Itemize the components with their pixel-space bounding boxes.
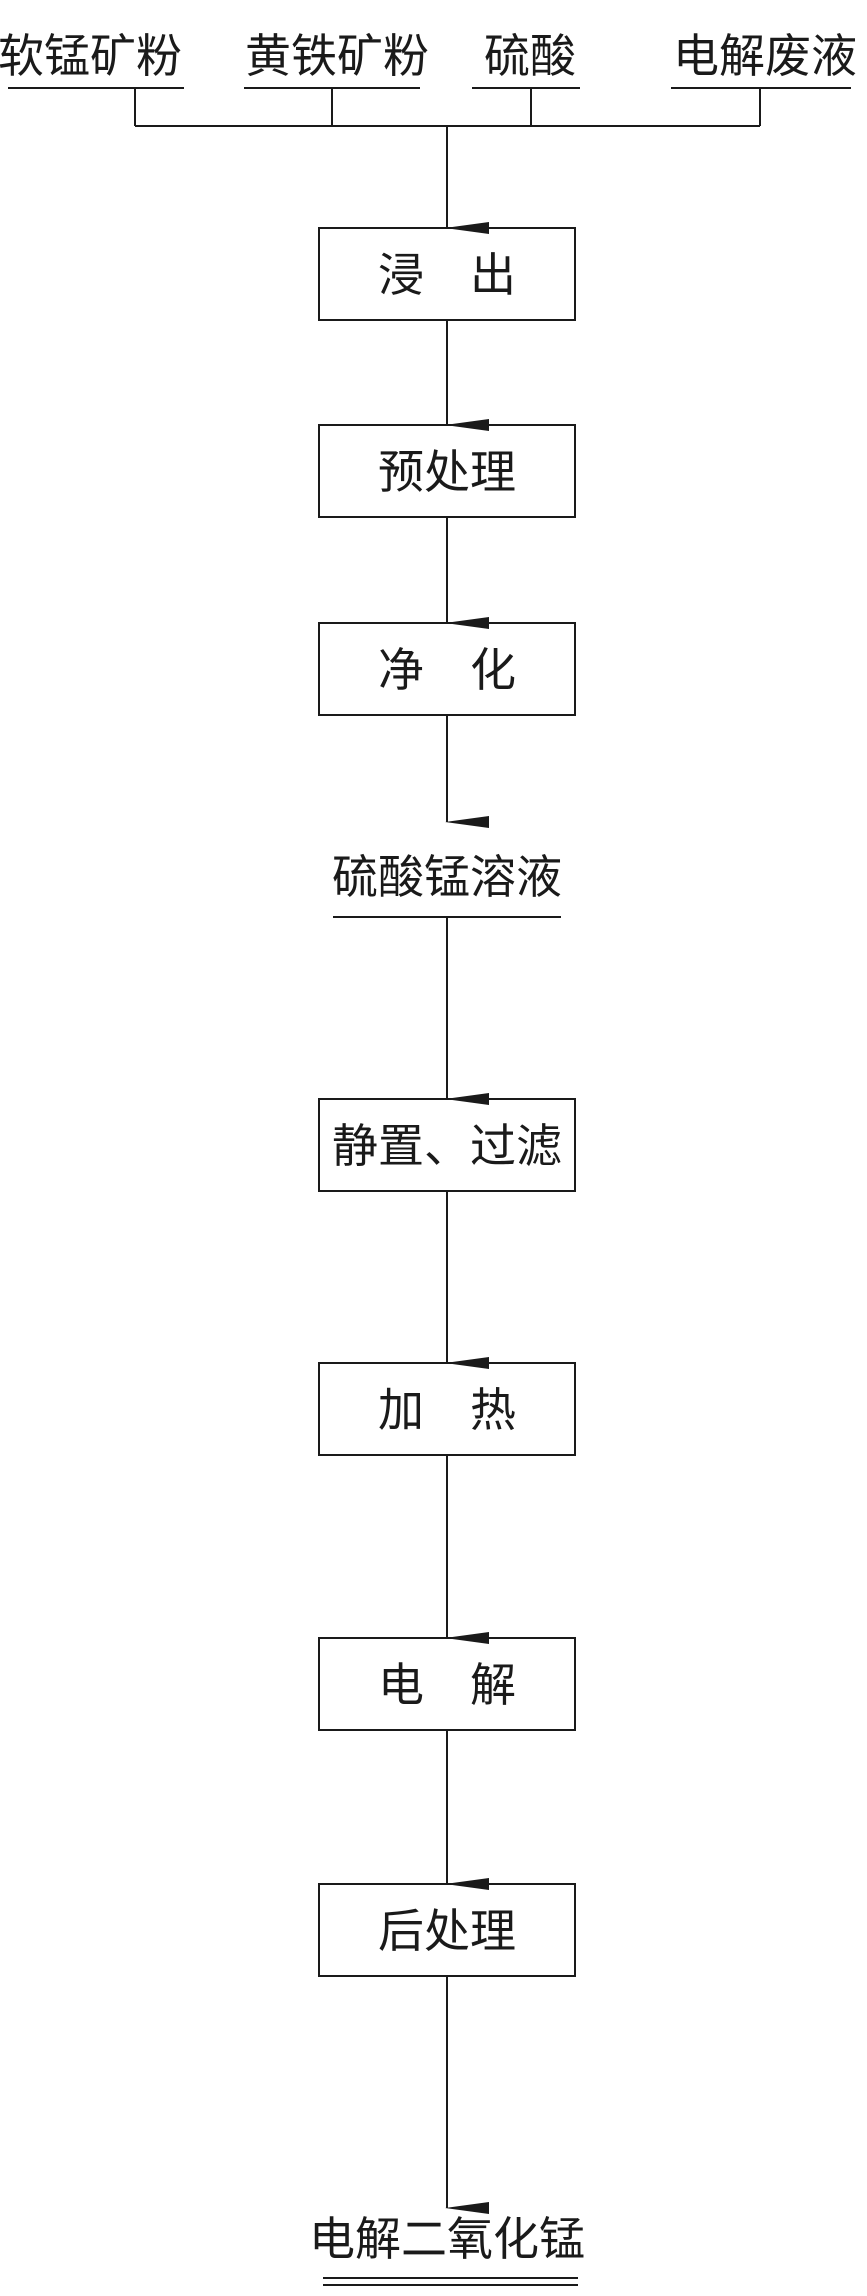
input-label-pyrite-powder: 黄铁矿粉 — [245, 29, 429, 83]
process-label-purification: 净 化 — [378, 643, 516, 697]
process-label-settling-filtering: 静置、过滤 — [332, 1119, 562, 1173]
product-label-electrolytic-manganese-dioxide: 电解二氧化锰 — [309, 2212, 585, 2266]
input-label-sulfuric-acid: 硫酸 — [484, 29, 576, 83]
process-label-leaching: 浸 出 — [378, 248, 516, 302]
process-label-post-treatment: 后处理 — [378, 1904, 516, 1958]
process-label-electrolysis: 电 解 — [378, 1658, 516, 1712]
input-label-pyrolusite-powder: 软锰矿粉 — [0, 29, 182, 83]
intermediate-label-manganese-sulfate-solution: 硫酸锰溶液 — [332, 850, 562, 904]
process-label-heating: 加 热 — [378, 1383, 516, 1437]
process-label-pretreatment: 预处理 — [378, 445, 516, 499]
input-label-spent-electrolyte: 电解废液 — [673, 29, 857, 83]
